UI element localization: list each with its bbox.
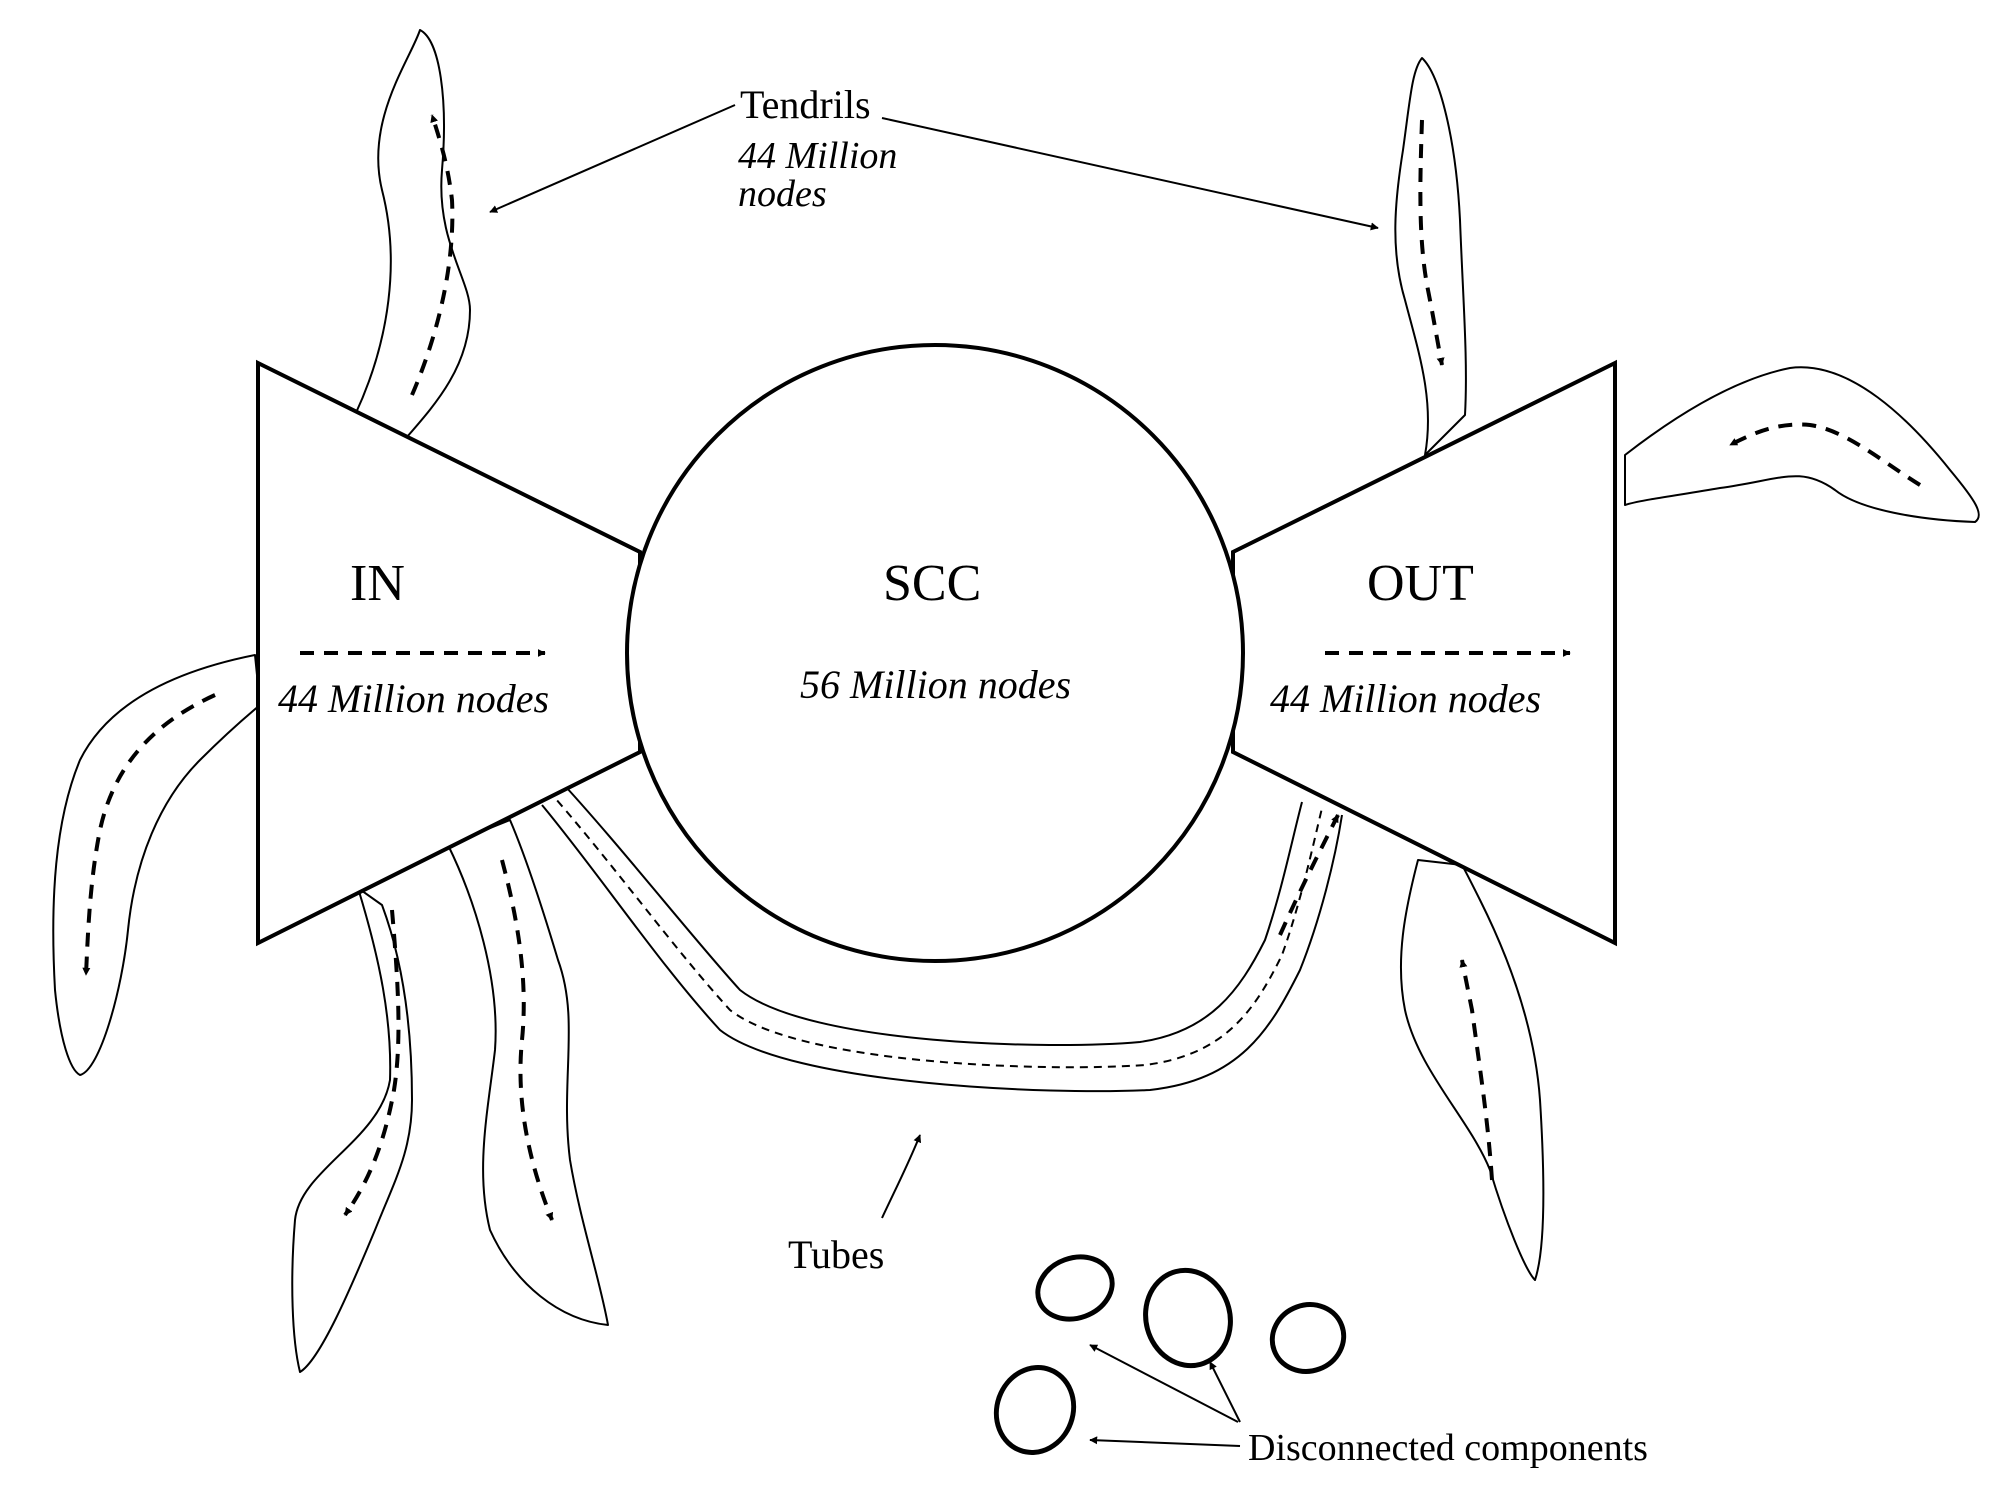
in-count: 44 Million nodes [278,676,549,721]
disconnected-component [993,1365,1077,1455]
tendrils-label: Tendrils [740,82,871,127]
disconnected-label: Disconnected components [1248,1427,1648,1469]
tendrils-count-line1: 44 Million [738,135,897,177]
tendril-in-top-arrow [410,114,455,396]
tendril-out-bottom [1399,859,1545,1281]
disconnected-component [1269,1302,1347,1374]
disconnected-pointer-1 [1089,1344,1239,1423]
tendril-in-bottom-left [291,887,413,1373]
tendril-in-bottom-left-arrow [343,909,401,1217]
tendril-out-right [1624,366,1980,523]
scc-label: SCC [883,555,981,612]
tendril-out-top [1394,57,1467,456]
tubes-label: Tubes [788,1232,884,1277]
scc-component-shape [625,343,1245,963]
tendrils-pointer-left [489,104,736,213]
disconnected-pointer-2 [1209,1361,1241,1423]
tendrils-count-line2: nodes [738,173,827,215]
out-count: 44 Million nodes [1270,676,1541,721]
tubes-pointer [881,1134,922,1219]
tendril-in-bottom-center-arrow [500,859,554,1221]
disconnected-component [1143,1267,1233,1369]
tendril-out-top-arrow [1418,119,1445,366]
tube [541,774,1343,1093]
tendril-in-bottom-center [447,819,609,1326]
tendril-in-left [52,654,261,1076]
disconnected-component [1035,1254,1115,1322]
tendril-out-bottom-arrow [1459,959,1494,1181]
tendril-in-left-arrow [82,693,216,976]
tendril-out-right-arrow [1729,422,1922,487]
in-label: IN [350,555,405,612]
out-label: OUT [1367,555,1474,612]
scc-count: 56 Million nodes [800,662,1071,707]
tendril-in-top [354,29,471,446]
disconnected-pointer-3 [1089,1436,1241,1447]
tendrils-pointer-right [881,117,1379,231]
